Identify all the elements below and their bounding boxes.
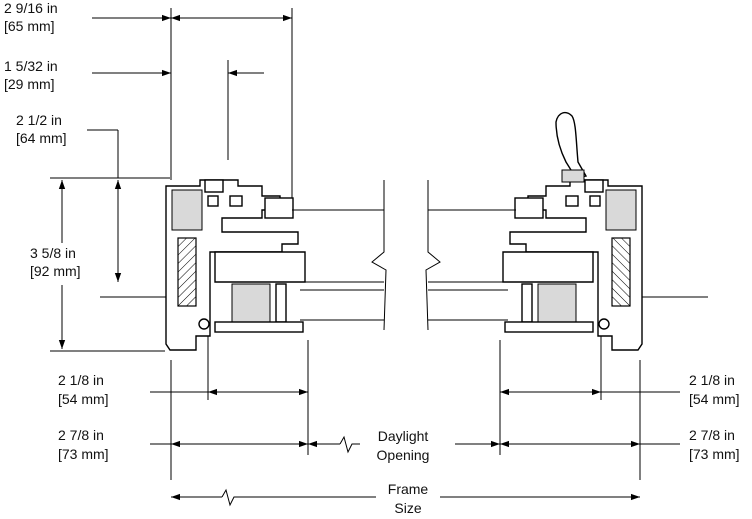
dim-offset-label: 1 5/32 in [29 mm]	[4, 58, 58, 92]
dim-left-inner-label: 2 1/8 in [54 mm]	[58, 372, 109, 407]
dim-offset-imperial: 1 5/32 in	[4, 58, 58, 74]
right-sash-chamber	[537, 283, 577, 323]
right-weatherstrip	[598, 318, 610, 330]
left-bottom-rail	[214, 321, 304, 333]
dim-right-inner-imperial: 2 1/8 in	[689, 372, 735, 388]
dim-left-outer-metric: [73 mm]	[58, 446, 109, 462]
left-sash-rail	[214, 251, 306, 283]
right-top-clip	[584, 179, 604, 193]
right-clip-a	[589, 195, 601, 207]
crank-handle	[555, 111, 588, 183]
dim-offset-metric: [29 mm]	[4, 76, 55, 92]
daylight-label-line2: Opening	[377, 447, 430, 463]
frame-label-line2: Size	[394, 500, 421, 516]
left-frame-chamber	[171, 189, 203, 231]
left-break-line	[371, 180, 387, 331]
dim-left-outer-label: 2 7/8 in [73 mm]	[58, 427, 109, 462]
dimension-lines	[58, 14, 680, 507]
dim-top-width-label: 2 9/16 in [65 mm]	[4, 0, 58, 34]
daylight-label-line1: Daylight	[378, 428, 429, 444]
right-bottom-rail	[504, 321, 594, 333]
dim-sightline-metric: [64 mm]	[16, 130, 67, 146]
right-thermal-break	[611, 237, 631, 307]
right-clip-b	[565, 195, 579, 207]
right-break-line	[425, 180, 441, 331]
right-glazing-bead	[514, 197, 544, 219]
right-sash-rail	[502, 251, 594, 283]
frame-label-line1: Frame	[388, 481, 429, 497]
dim-sightline-imperial: 2 1/2 in	[16, 112, 62, 128]
left-thermal-break	[177, 237, 197, 307]
dim-right-outer-imperial: 2 7/8 in	[689, 427, 735, 443]
left-weatherstrip	[198, 318, 210, 330]
dim-left-inner-metric: [54 mm]	[58, 391, 109, 407]
dim-top-width-metric: [65 mm]	[4, 18, 55, 34]
left-frame-profile	[100, 179, 387, 351]
left-clip-a	[207, 195, 219, 207]
dim-right-inner-label: 2 1/8 in [54 mm]	[689, 372, 740, 407]
frame-size-label: Frame Size	[388, 481, 429, 516]
left-glazing-bead	[264, 197, 294, 219]
daylight-opening-label: Daylight Opening	[377, 428, 430, 463]
dim-right-outer-label: 2 7/8 in [73 mm]	[689, 427, 740, 462]
dim-left-inner-imperial: 2 1/8 in	[58, 372, 104, 388]
left-spacer	[275, 283, 287, 323]
extension-lines	[50, 8, 641, 480]
right-frame-profile	[425, 179, 708, 351]
left-sash-chamber	[231, 283, 271, 323]
dim-right-outer-metric: [73 mm]	[689, 446, 740, 462]
crank-handle-arm	[555, 111, 588, 179]
dim-frame-depth-metric: [92 mm]	[30, 263, 81, 279]
crank-base	[561, 169, 585, 183]
dim-frame-depth-imperial: 3 5/8 in	[30, 245, 76, 261]
left-clip-b	[229, 195, 243, 207]
dim-frame-depth-label: 3 5/8 in [92 mm]	[30, 245, 81, 279]
dim-left-outer-imperial: 2 7/8 in	[58, 427, 104, 443]
right-frame-chamber	[605, 189, 637, 231]
dim-right-inner-metric: [54 mm]	[689, 391, 740, 407]
left-top-clip	[204, 179, 224, 193]
right-spacer	[521, 283, 533, 323]
dim-sightline-label: 2 1/2 in [64 mm]	[16, 112, 67, 146]
dim-top-width-imperial: 2 9/16 in	[4, 0, 58, 16]
